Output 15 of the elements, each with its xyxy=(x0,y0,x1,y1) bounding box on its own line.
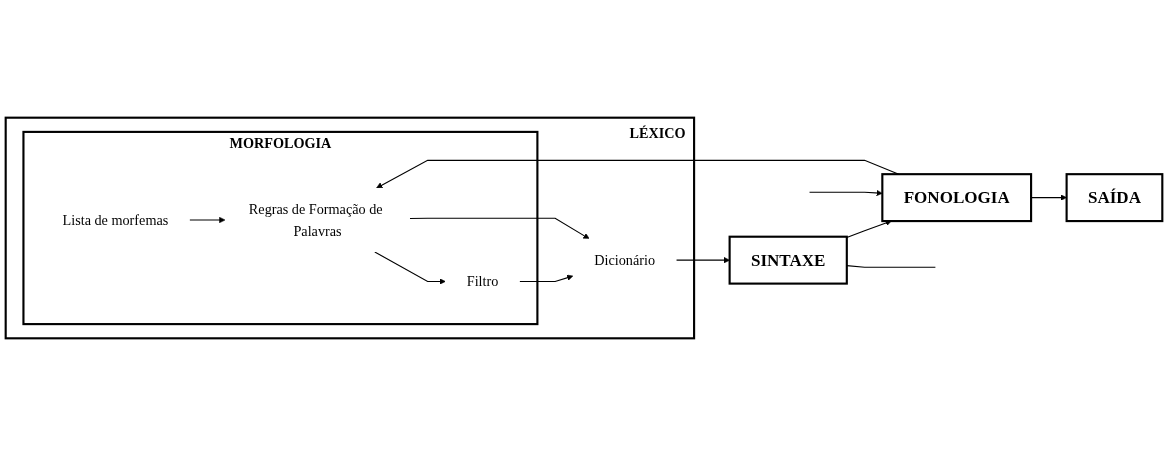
arrow xyxy=(808,189,883,197)
arrow xyxy=(519,274,574,283)
arrow xyxy=(374,251,446,285)
arrow xyxy=(846,220,892,239)
arrow xyxy=(189,216,226,224)
node-text: Dicionário xyxy=(594,252,656,268)
node-text: Lista de morfemas xyxy=(62,212,169,228)
node-text: Regras de Formação de Palavras xyxy=(248,201,383,239)
connector xyxy=(846,265,936,268)
node-text: Filtro xyxy=(466,273,499,290)
arrow xyxy=(409,217,590,240)
node-box: FONOLOGIA xyxy=(881,173,1033,223)
arrow xyxy=(675,257,730,264)
node-box: SAÍDA xyxy=(1065,173,1164,223)
node-box: SINTAXE xyxy=(728,235,848,285)
